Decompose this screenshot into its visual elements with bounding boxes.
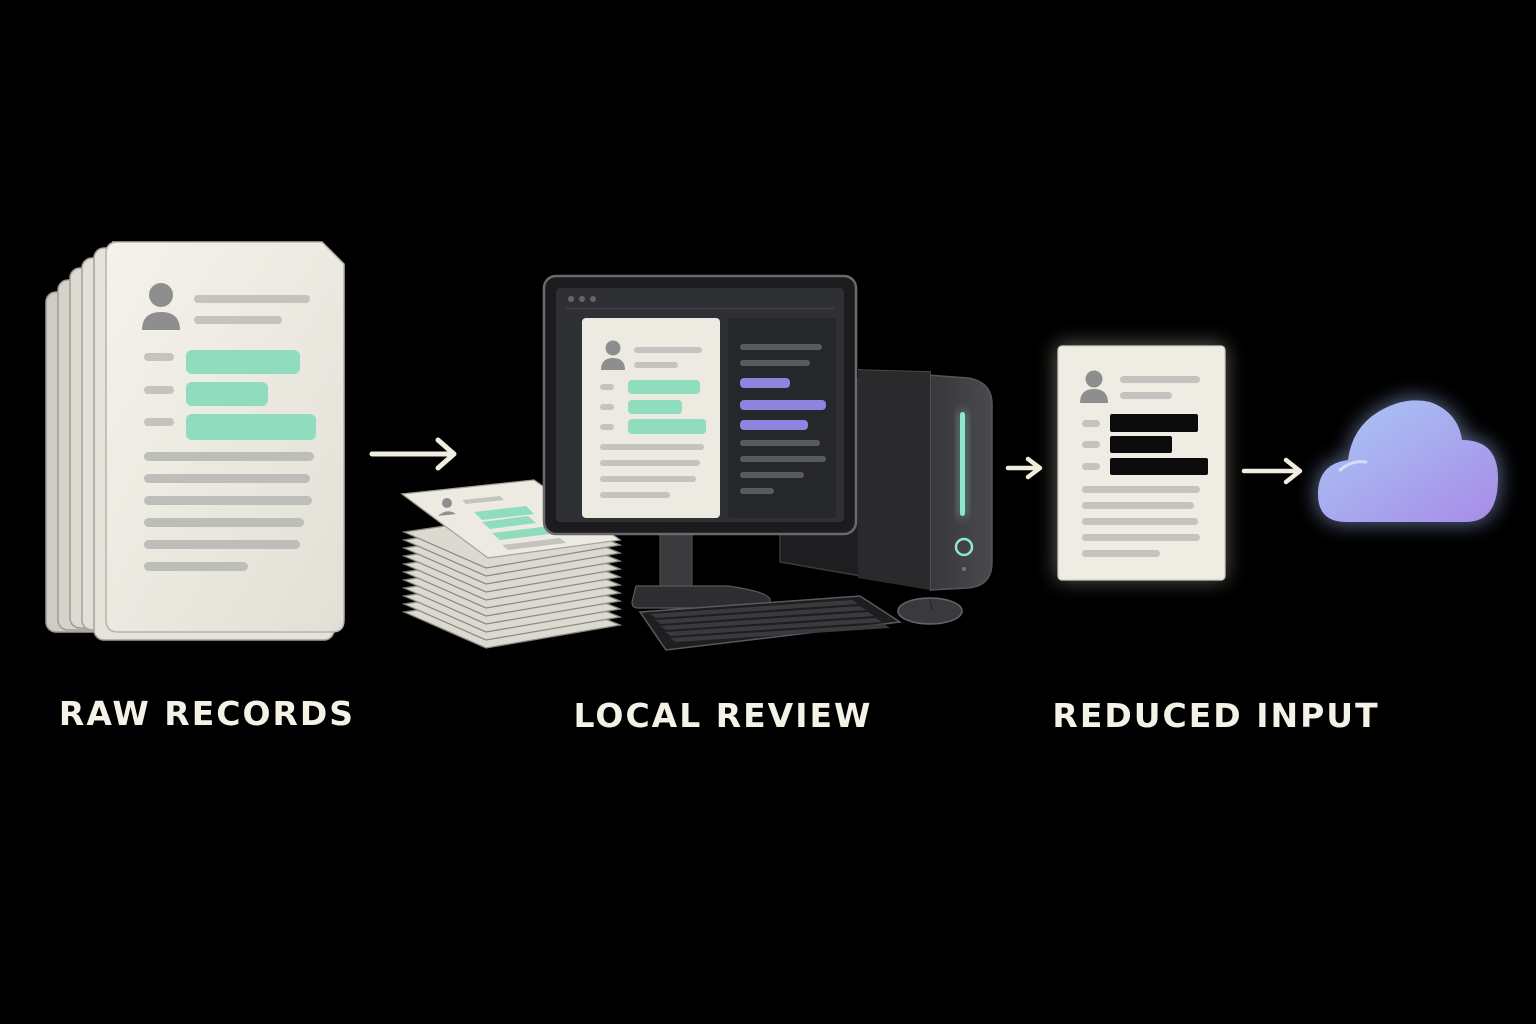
mouse-icon — [897, 597, 963, 625]
desktop-computer-icon — [542, 274, 993, 651]
label-raw-records: RAW RECORDS — [58, 694, 356, 733]
redaction-bar — [1110, 458, 1208, 475]
arrow-icon — [369, 437, 457, 471]
arrow-icon — [1005, 456, 1043, 480]
highlight-bar — [186, 382, 268, 406]
review-pane — [728, 318, 836, 518]
avatar-icon — [438, 498, 456, 516]
highlight-bar — [186, 414, 316, 440]
avatar-icon — [1080, 370, 1108, 403]
avatar-icon — [601, 340, 625, 370]
document-stack-icon — [45, 241, 345, 641]
keyboard-icon — [638, 595, 903, 651]
redacted-document-icon — [1056, 344, 1226, 581]
label-local-review: LOCAL REVIEW — [573, 696, 873, 735]
redaction-bar — [1110, 414, 1198, 432]
cloud-icon — [1316, 397, 1500, 524]
label-reduced-input: REDUCED INPUT — [1052, 696, 1380, 735]
redaction-bar — [1110, 436, 1172, 453]
arrow-icon — [1241, 457, 1303, 485]
power-button — [954, 537, 974, 557]
highlight-bar — [186, 350, 300, 374]
avatar-icon — [142, 283, 180, 330]
